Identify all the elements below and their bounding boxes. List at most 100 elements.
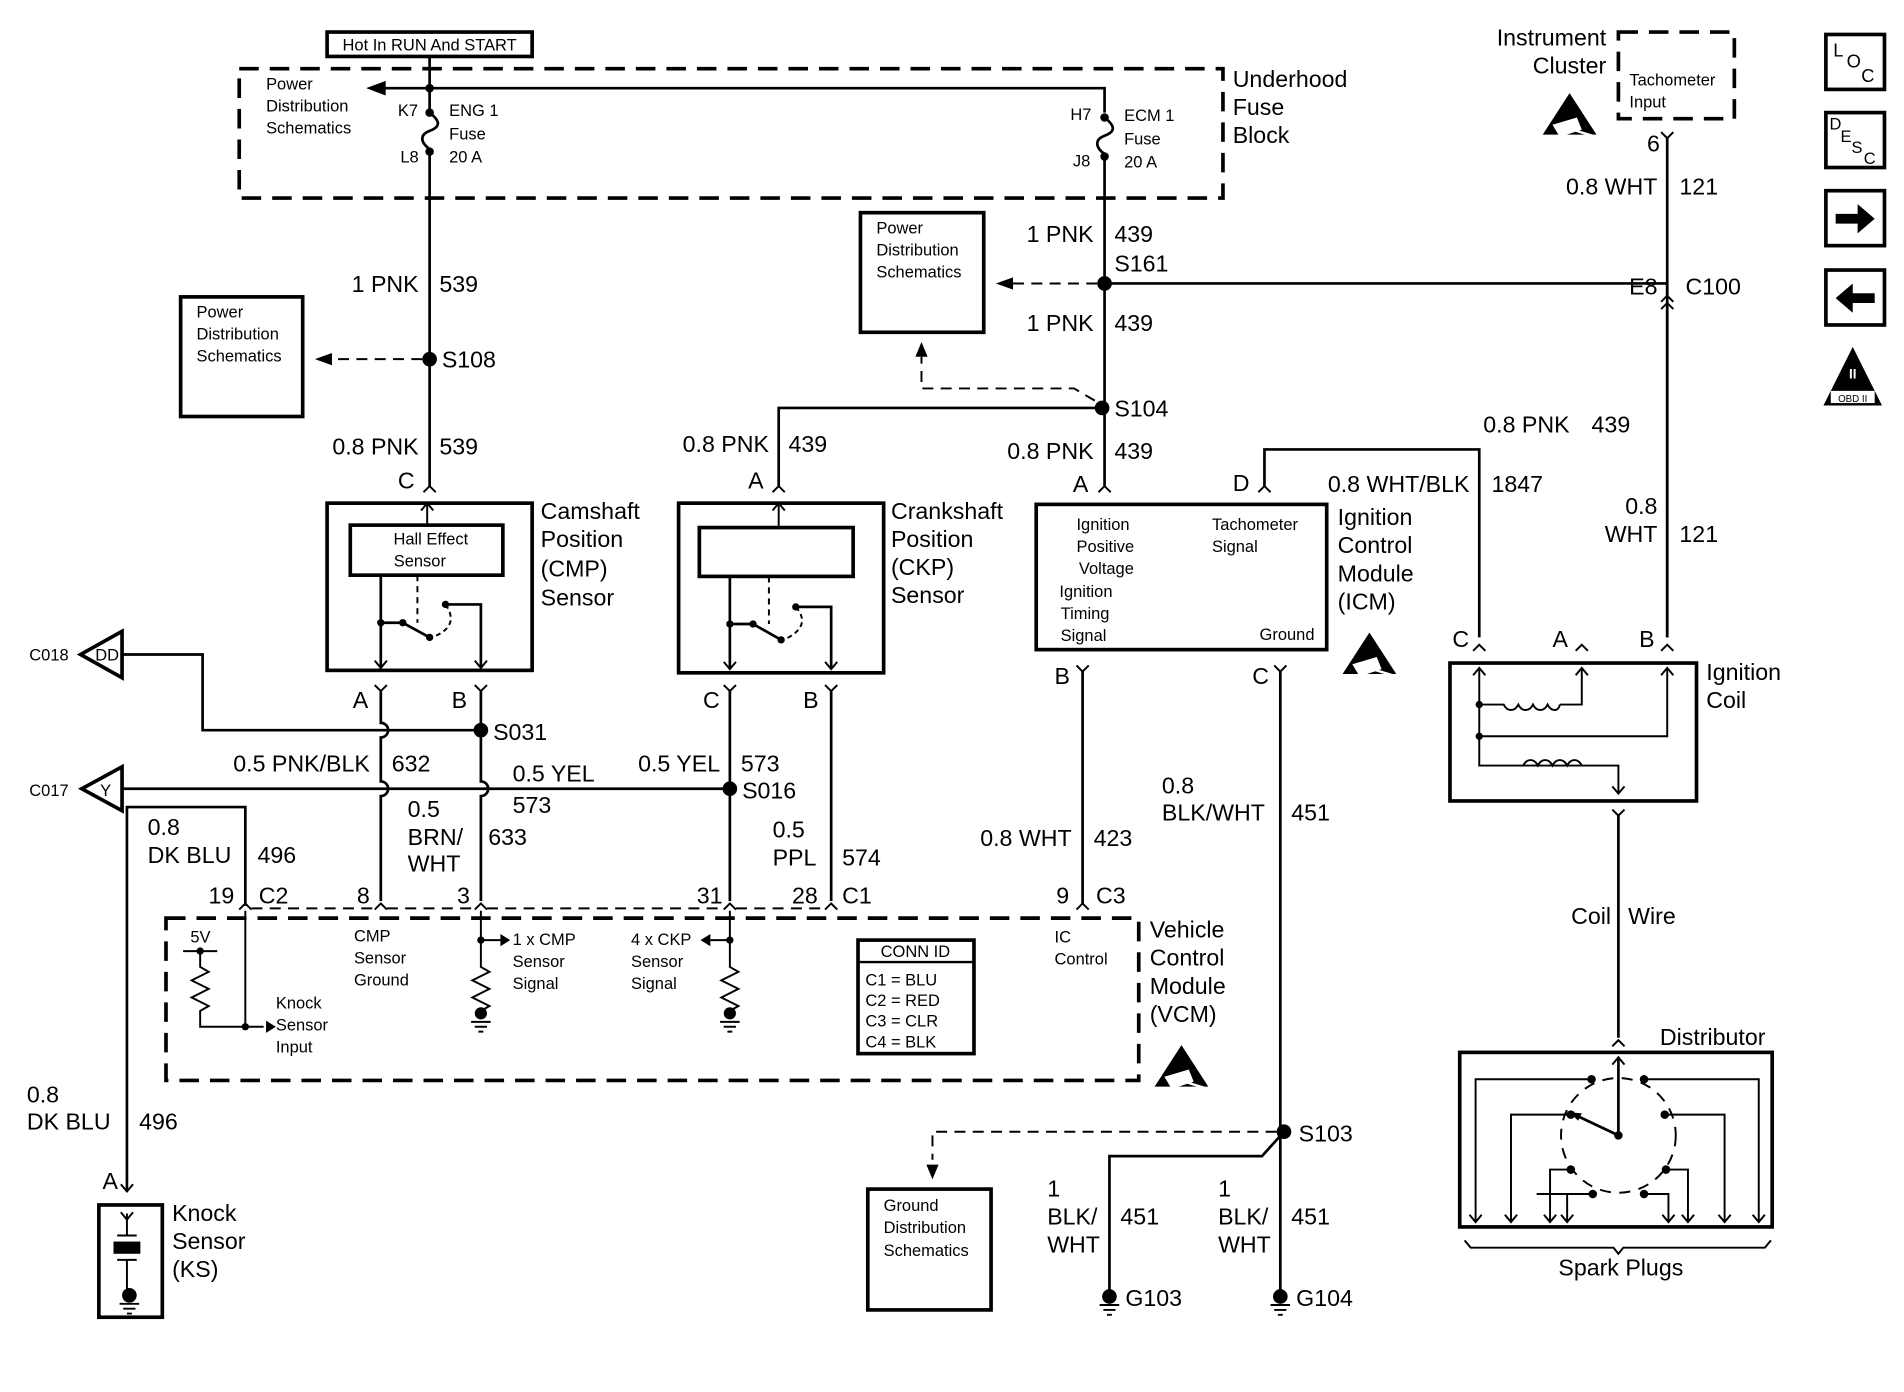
- splice-s031-label: S031: [493, 719, 547, 745]
- icm-pin-d: D: [1233, 470, 1250, 496]
- circuit-539: 1 PNK 539 S108 0.8 PNK 539 C: [314, 151, 496, 494]
- w539-upper-gauge: 1 PNK: [352, 271, 420, 297]
- cluster-pin: 6: [1647, 131, 1660, 157]
- pds-left-1: Power: [197, 304, 244, 322]
- hot-in-run-start-tag: Hot In RUN And START: [325, 30, 534, 59]
- instrument-cluster: Tachometer Input Instrument Cluster: [1497, 24, 1737, 139]
- w121-top-gauge: 0.8 WHT: [1566, 173, 1657, 199]
- coil-name-1: Ignition: [1706, 659, 1781, 685]
- c100-pin: E8: [1629, 273, 1657, 299]
- icm-ground: Ground: [1260, 626, 1315, 644]
- icm-pin-a: A: [1073, 471, 1089, 497]
- ignition-coil: C A B Ignition Coil Coil Wire: [1448, 626, 1781, 1038]
- ckp-name-1: Crankshaft: [891, 498, 1004, 524]
- ckp-name-2: Position: [891, 526, 973, 552]
- splice-s016: [722, 781, 738, 797]
- obd-roman: II: [1849, 367, 1856, 382]
- cmp-name-3: (CMP): [541, 555, 608, 581]
- w539-upper-circuit: 539: [439, 271, 478, 297]
- w633-circuit: 633: [488, 824, 527, 850]
- w496-bot-gauge-1: 0.8: [27, 1081, 59, 1107]
- pds-left-2: Distribution: [197, 326, 279, 344]
- ecm-fuse-label-2: Fuse: [1124, 130, 1161, 148]
- ground-circuit: S103 1 BLK/ WHT 451 1 BLK/ WHT 451 G103 …: [926, 1120, 1353, 1316]
- splice-s108-label: S108: [442, 347, 496, 373]
- cluster-inner-2: Input: [1629, 94, 1666, 112]
- eng-fuse-label-3: 20 A: [449, 149, 482, 167]
- vcm-knock-1: Knock: [276, 994, 323, 1012]
- obd-ii-button[interactable]: II OBD II: [1823, 346, 1883, 406]
- cmp-pin-b: B: [452, 687, 467, 713]
- sensor-harness: S031 DD C018 Y C017 0.5 PNK/BLK 632 0.5 …: [27, 628, 1330, 1297]
- w573-right-circuit: 573: [741, 751, 780, 777]
- cmp-sensor: Hall Effect Sensor Camshaft Position (CM…: [325, 498, 640, 713]
- power-distribution-ref-middle[interactable]: Power Distribution Schematics: [858, 210, 986, 335]
- w1847-gauge: 0.8 WHT/BLK: [1328, 471, 1470, 497]
- w439-coil-gauge: 0.8 PNK: [1483, 411, 1570, 437]
- circuit-121: 6 0.8 WHT 121 E8 C100 0.8 WHT 121: [1566, 131, 1741, 638]
- gds-1: Ground: [884, 1197, 939, 1215]
- cluster-name-1: Instrument: [1497, 24, 1607, 50]
- w451-g104-gauge-2: BLK/: [1218, 1203, 1269, 1229]
- desc-d: D: [1830, 116, 1842, 134]
- cmp-inner-2: Sensor: [394, 553, 447, 571]
- previous-page-button[interactable]: [1824, 268, 1887, 327]
- w496-top-circuit: 496: [258, 842, 297, 868]
- w451-g103-gauge-2: BLK/: [1047, 1203, 1098, 1229]
- desc-s: S: [1852, 139, 1863, 157]
- ks-name-2: Sensor: [172, 1228, 246, 1254]
- ecm1-fuse: H7 J8 ECM 1 Fuse 20 A: [1070, 106, 1174, 172]
- vcm-knock-3: Input: [276, 1038, 313, 1056]
- desc-button[interactable]: D E S C: [1824, 110, 1887, 170]
- w451-g104-gauge-1: 1: [1218, 1175, 1231, 1201]
- gds-3: Schematics: [884, 1242, 969, 1260]
- ground-distribution-ref[interactable]: Ground Distribution Schematics: [865, 1187, 993, 1312]
- vcm-5v: 5V: [190, 929, 210, 947]
- vcm-c2: C2: [259, 882, 289, 908]
- icm-tach-1: Tachometer: [1212, 516, 1299, 534]
- icm-name-3: Module: [1338, 560, 1414, 586]
- coil-pin-a: A: [1552, 626, 1568, 652]
- w496-bot-gauge-2: DK BLU: [27, 1108, 111, 1134]
- splice-s108: [422, 351, 437, 367]
- pds-mid-1: Power: [876, 219, 923, 237]
- ckp-pin-c: C: [703, 687, 720, 713]
- ckp-name-3: (CKP): [891, 554, 954, 580]
- w632-circuit: 632: [392, 751, 431, 777]
- power-distribution-ref-left[interactable]: Power Distribution Schematics: [178, 295, 305, 419]
- w573-right-gauge: 0.5 YEL: [638, 751, 720, 777]
- loc-c: C: [1861, 65, 1874, 86]
- icm-tach-2: Signal: [1212, 538, 1258, 556]
- loc-o: O: [1847, 50, 1861, 71]
- conn-id-table: CONN ID C1 = BLU C2 = RED C3 = CLR C4 = …: [856, 938, 976, 1056]
- ckp-pin-b: B: [803, 687, 818, 713]
- w439-icm-gauge: 0.8 PNK: [1007, 438, 1094, 464]
- vcm-ckp-sig-3: Signal: [631, 975, 677, 993]
- next-page-button[interactable]: [1824, 188, 1887, 248]
- icm-ipv-2: Positive: [1076, 538, 1134, 556]
- w451-g103-gauge-1: 1: [1047, 1175, 1060, 1201]
- ecm-fuse-bottom-pin: J8: [1073, 152, 1090, 170]
- c017-name: C017: [29, 782, 68, 800]
- arrow-left-icon: [1835, 283, 1875, 313]
- w439-b-gauge: 1 PNK: [1027, 310, 1095, 336]
- vehicle-control-module: Vehicle Control Module (VCM) 5V Knock Se…: [164, 910, 1226, 1091]
- vcm-ic-2: Control: [1055, 951, 1108, 969]
- ecm-fuse-top-pin: H7: [1070, 106, 1091, 124]
- loc-button[interactable]: L O C: [1824, 32, 1887, 92]
- w439-coil-circuit: 439: [1592, 411, 1631, 437]
- w632-gauge: 0.5 PNK/BLK: [233, 751, 370, 777]
- vcm-name-1: Vehicle: [1150, 917, 1225, 943]
- eng-fuse-label-1: ENG 1: [449, 102, 498, 120]
- underhood-fuse-block: Underhood Fuse Block Power Distribution …: [237, 56, 1347, 200]
- w451-main-circuit: 451: [1291, 799, 1330, 825]
- icm-its-3: Signal: [1061, 627, 1107, 645]
- w574-gauge-2: PPL: [773, 845, 817, 871]
- vcm-pin-28: 28: [792, 882, 818, 908]
- splice-s103-label: S103: [1299, 1120, 1353, 1146]
- w439-ckp-gauge: 0.8 PNK: [683, 431, 770, 457]
- w573-left-gauge: 0.5 YEL: [513, 760, 595, 786]
- icm-name-4: (ICM): [1338, 588, 1396, 614]
- vcm-cmp-gnd-1: CMP: [354, 927, 391, 945]
